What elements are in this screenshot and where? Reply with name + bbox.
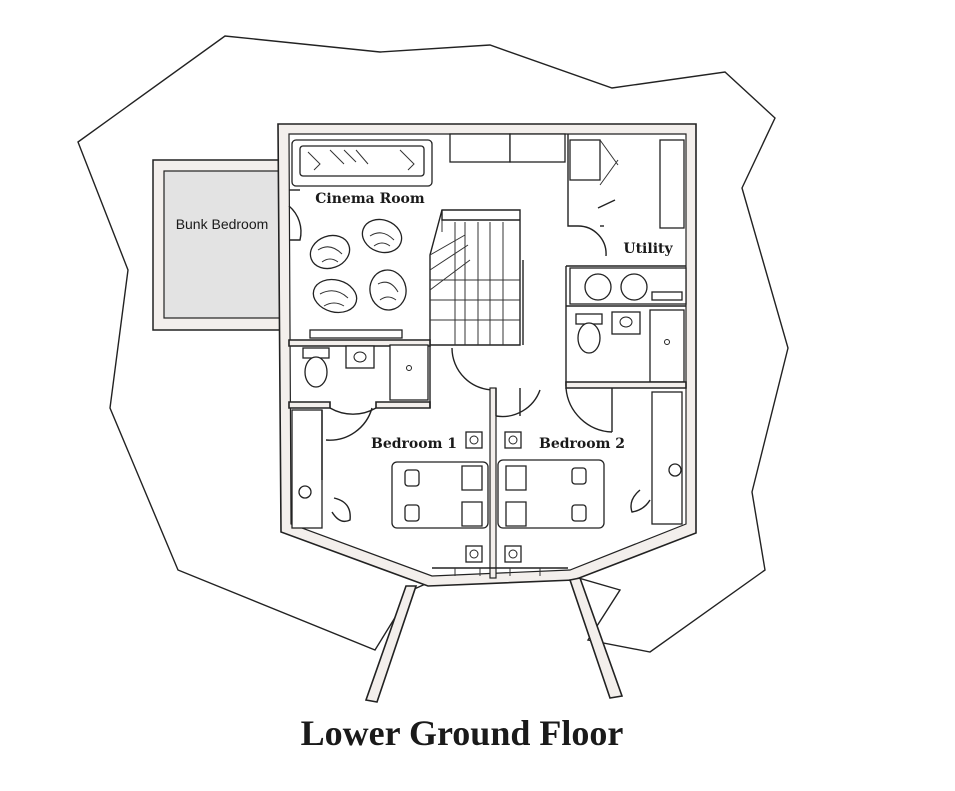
room-label-bedroom-1: Bedroom 1 bbox=[371, 436, 457, 452]
sink-2 bbox=[611, 311, 641, 335]
bean-bag-2 bbox=[361, 218, 403, 254]
support-right bbox=[568, 577, 624, 699]
dryer bbox=[620, 273, 648, 301]
room-label-bedroom-2: Bedroom 2 bbox=[539, 436, 625, 452]
site-outline bbox=[77, 35, 789, 653]
support-left bbox=[364, 585, 418, 703]
room-label-utility: Utility bbox=[623, 241, 673, 257]
toilet-2 bbox=[577, 322, 601, 354]
toilet-1 bbox=[304, 356, 328, 388]
bean-bag-1 bbox=[309, 234, 351, 270]
shower-1 bbox=[389, 344, 429, 401]
sink-1 bbox=[345, 345, 375, 369]
wardrobe-right bbox=[651, 391, 683, 525]
bean-bag-3 bbox=[312, 278, 358, 314]
room-label-bunk-bedroom: Bunk Bedroom bbox=[176, 216, 269, 232]
staircase bbox=[429, 209, 521, 346]
bathtub bbox=[649, 309, 685, 383]
bunk-bedroom-floor bbox=[163, 170, 281, 319]
room-label-cinema-room: Cinema Room bbox=[315, 191, 425, 207]
bean-bag-4 bbox=[369, 269, 407, 311]
washing-machine bbox=[584, 273, 612, 301]
floor-title: Lower Ground Floor bbox=[301, 713, 624, 753]
bedroom-divider bbox=[489, 387, 497, 579]
wardrobe-left bbox=[291, 409, 323, 529]
